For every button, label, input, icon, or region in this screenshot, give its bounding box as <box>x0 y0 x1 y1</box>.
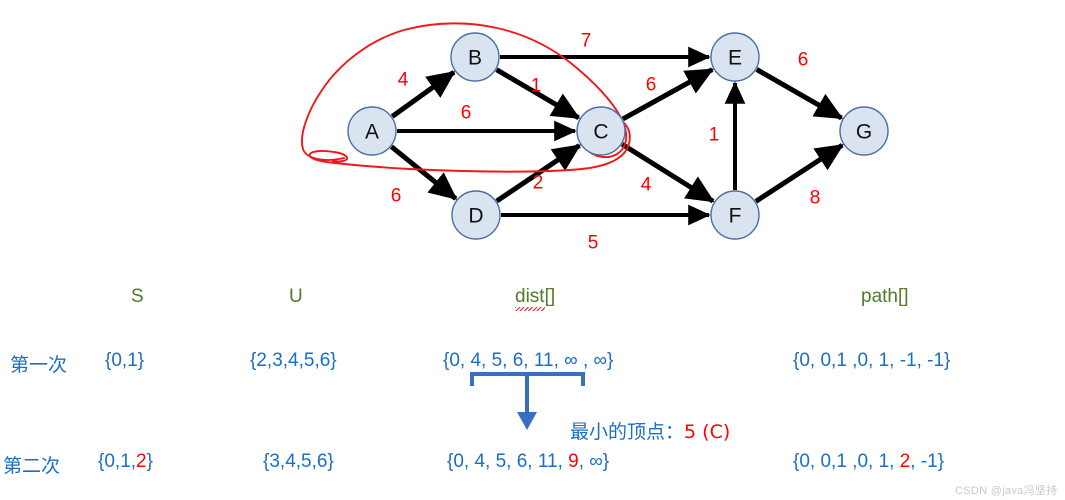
edge-e-g <box>755 67 844 121</box>
node-circle <box>450 32 500 82</box>
node-circle <box>710 190 760 240</box>
cell-text: {0, 4, 5, 6, 11, ∞ , ∞} <box>443 350 614 371</box>
edge-weight-f-g: 8 <box>810 188 821 209</box>
min-vertex-value: 5 <box>684 421 697 443</box>
highlighted-value: 2 <box>899 451 911 472</box>
edge-weight-d-c: 2 <box>533 173 544 194</box>
highlighted-value: 9 <box>568 451 579 472</box>
cell-text: , -1} <box>910 451 945 472</box>
edge-weight-e-g: 6 <box>798 50 809 71</box>
cell-text: } <box>146 451 153 472</box>
node-circle <box>576 106 626 156</box>
edge-c-f <box>620 142 715 204</box>
node-circle <box>451 190 501 240</box>
csdn-watermark: CSDN @java冯坚持 <box>955 485 1058 497</box>
edge-b-c <box>495 67 581 120</box>
edge-weight-b-c: 1 <box>531 76 542 97</box>
column-header-label: S <box>131 286 144 307</box>
edge-a-d <box>389 144 458 201</box>
node-label: D <box>468 205 483 228</box>
cell-text: {2,3,4,5,6} <box>250 350 337 371</box>
row-2-cell-4: {0, 0,1 ,0, 1, 2, -1} <box>793 451 944 473</box>
edge-weight-c-f: 4 <box>641 175 652 196</box>
highlighted-value: 2 <box>136 451 147 472</box>
graph-node-f[interactable]: F <box>710 190 760 240</box>
node-circle <box>710 32 760 82</box>
cell-text: {0, 0,1 ,0, 1, -1, -1} <box>793 350 951 371</box>
cell-text: {0,1, <box>98 451 137 472</box>
node-label: C <box>593 121 608 144</box>
cell-text: {0,1} <box>105 350 145 371</box>
edge-f-g <box>754 143 844 204</box>
edge-weight-b-e: 7 <box>581 31 592 52</box>
graph-node-d[interactable]: D <box>451 190 501 240</box>
node-label: A <box>365 121 379 144</box>
edge-weight-f-e: 1 <box>709 125 720 146</box>
graph-node-c[interactable]: C <box>576 106 626 156</box>
column-header-label: U <box>289 286 303 307</box>
edge-weight-d-f: 5 <box>588 233 599 254</box>
node-label: E <box>728 47 742 70</box>
graph-node-b[interactable]: B <box>450 32 500 82</box>
min-vertex-label: 最小的顶点： <box>570 421 685 443</box>
spellcheck-squiggle <box>515 307 546 311</box>
column-header-label: path[] <box>861 286 909 307</box>
edge-weight-layer: 4 6 6 1 7 6 4 2 5 6 1 8 <box>391 31 821 254</box>
cell-text: {3,4,5,6} <box>263 451 334 472</box>
row-step-label-2: 第二次 <box>3 455 61 477</box>
graph-node-g[interactable]: G <box>839 106 889 156</box>
row-step-label-1: 第一次 <box>10 354 68 376</box>
row-1-cell-4: {0, 0,1 ,0, 1, -1, -1} <box>793 350 950 372</box>
node-circle <box>839 106 889 156</box>
min-vertex-node-id: (C) <box>702 421 731 443</box>
node-label: B <box>468 47 482 70</box>
node-label: G <box>856 121 872 144</box>
min-vertex-annotation: 最小的顶点：5 (C) <box>570 417 730 444</box>
cell-text: {0, 4, 5, 6, 11, <box>447 451 569 472</box>
row-2-cell-1: {0,1,2} <box>98 451 153 473</box>
cell-text: , ∞} <box>578 451 610 472</box>
row-1-cell-1: {0,1} <box>105 350 144 372</box>
node-circle <box>347 106 397 156</box>
edge-weight-a-c: 6 <box>461 103 472 124</box>
graph-node-e[interactable]: E <box>710 32 760 82</box>
cell-text: {0, 0,1 ,0, 1, <box>793 451 900 472</box>
row-2-cell-3: {0, 4, 5, 6, 11, 9, ∞} <box>447 451 609 473</box>
column-header-label: dist[] <box>515 286 556 307</box>
column-header-dist: dist[] <box>515 286 556 311</box>
edge-weight-c-e: 6 <box>646 75 657 96</box>
row-1-cell-3: {0, 4, 5, 6, 11, ∞ , ∞} <box>443 350 613 372</box>
graph-node-a[interactable]: A <box>347 106 397 156</box>
column-header-u: U <box>289 286 303 308</box>
column-header-path: path[] <box>861 286 909 308</box>
node-label: F <box>729 205 742 228</box>
row-2-cell-2: {3,4,5,6} <box>263 451 334 473</box>
node-layer: A B C D E F G <box>347 32 889 240</box>
edge-weight-a-b: 4 <box>398 70 409 91</box>
edge-layer <box>389 46 844 226</box>
edge-weight-a-d: 6 <box>391 186 402 207</box>
edge-c-e <box>621 67 714 122</box>
edge-d-c <box>495 143 582 204</box>
row-1-cell-2: {2,3,4,5,6} <box>250 350 337 372</box>
column-header-s: S <box>131 286 144 308</box>
edge-a-b <box>390 70 456 119</box>
